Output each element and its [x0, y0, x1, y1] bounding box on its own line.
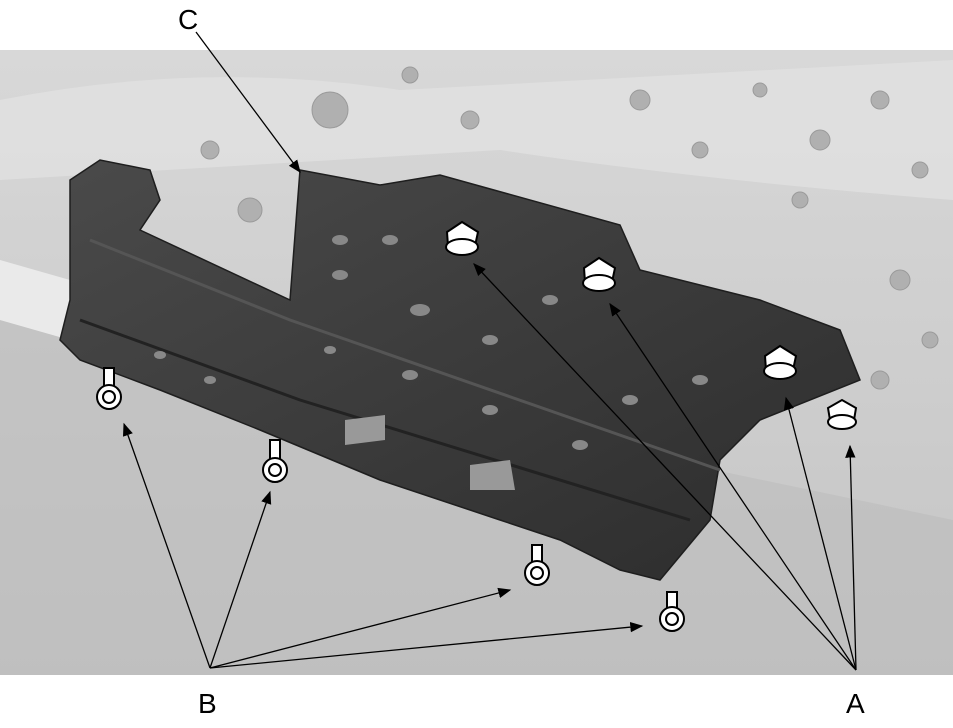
leader-a-4	[845, 444, 857, 671]
bolt-4	[659, 591, 685, 632]
bolt-1	[96, 367, 122, 410]
leader-c	[195, 31, 301, 174]
leader-b-4	[209, 621, 644, 669]
callout-label-a: A	[846, 688, 865, 719]
bolts-b	[96, 367, 685, 632]
bolt-2	[262, 439, 288, 483]
clip-2	[582, 256, 617, 292]
leader-lines	[122, 31, 857, 671]
leader-b-1	[122, 422, 211, 669]
leader-a-2	[609, 302, 857, 671]
leader-a-1	[473, 263, 857, 671]
splash-shield	[59, 159, 861, 581]
leader-b-3	[209, 587, 512, 669]
clip-fasteners-a	[445, 220, 858, 430]
leader-b-2	[209, 490, 272, 669]
clip-4	[826, 398, 858, 430]
callout-label-c: C	[178, 4, 199, 35]
clip-1	[445, 220, 480, 256]
callout-label-b: B	[198, 688, 217, 719]
bolt-3	[524, 544, 550, 586]
leader-a-3	[783, 396, 857, 671]
clip-3	[763, 344, 798, 380]
